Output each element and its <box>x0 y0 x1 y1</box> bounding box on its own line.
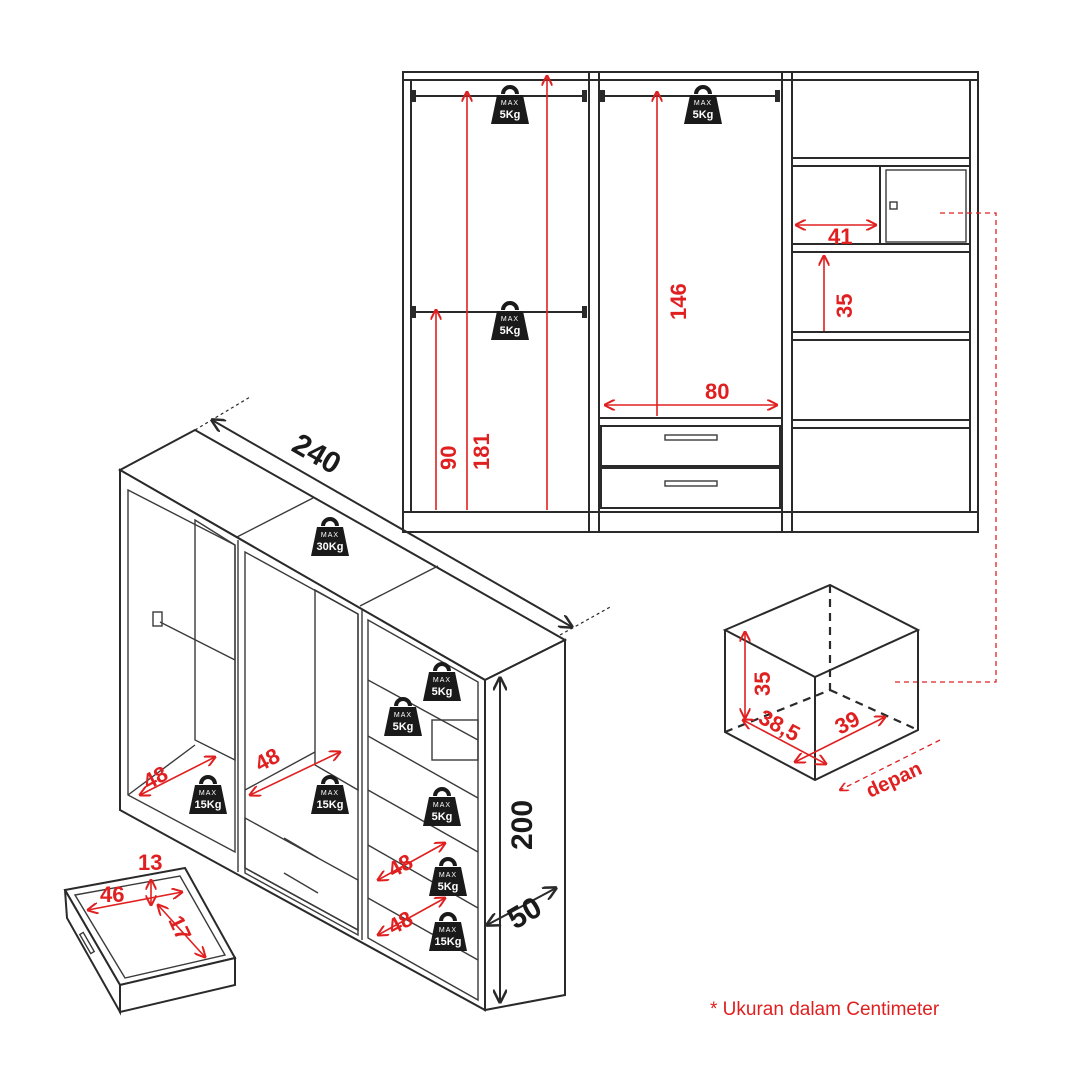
shelf-2 <box>791 243 971 253</box>
weight-icon-rail-1: MAX 5Kg <box>489 85 531 126</box>
perspective-view: 240 200 <box>117 396 613 1012</box>
safe-door <box>885 169 967 243</box>
svg-text:MAX: MAX <box>433 802 451 809</box>
safe-35-label: 35 <box>750 672 775 696</box>
dim-90-label: 90 <box>436 446 461 470</box>
weight-icon-shelf-3: MAX 5Kg <box>421 787 463 828</box>
svg-text:MAX: MAX <box>433 677 451 684</box>
svg-text:MAX: MAX <box>321 790 339 797</box>
svg-text:5Kg: 5Kg <box>500 109 521 121</box>
right-compartment <box>367 618 479 1002</box>
safe-39-label: 39 <box>831 706 864 740</box>
weight-icon-left-15kg: MAX 15Kg <box>187 775 229 816</box>
weight-icon-shelf-4: MAX 5Kg <box>427 857 469 898</box>
shelf-4 <box>791 419 971 429</box>
weight-icon-shelf-1: MAX 5Kg <box>421 662 463 703</box>
dim-240-label: 240 <box>287 427 347 481</box>
svg-text:MAX: MAX <box>394 712 412 719</box>
svg-text:MAX: MAX <box>501 316 519 323</box>
divider-right <box>781 71 793 533</box>
svg-text:5Kg: 5Kg <box>393 721 414 733</box>
dim-80-label: 80 <box>705 379 729 404</box>
svg-text:15Kg: 15Kg <box>317 799 344 811</box>
dim-35-label: 35 <box>832 294 857 318</box>
drawer-top-rail <box>598 417 783 427</box>
weight-icon-middle-15kg: MAX 15Kg <box>309 775 351 816</box>
weight-icon-top-30kg: MAX 30Kg <box>309 517 351 558</box>
svg-text:5Kg: 5Kg <box>693 109 714 121</box>
svg-text:5Kg: 5Kg <box>432 686 453 698</box>
svg-text:15Kg: 15Kg <box>195 799 222 811</box>
safe-lock-icon <box>889 201 898 210</box>
persp-safe-box <box>431 719 479 761</box>
left-compartment <box>127 488 236 854</box>
divider-left <box>588 71 600 533</box>
drawer-front <box>119 956 236 1014</box>
drawer-handle-1 <box>664 434 718 441</box>
drawer-detail: 46 13 17 <box>63 850 237 1016</box>
svg-text:15Kg: 15Kg <box>435 936 462 948</box>
dim-200-label: 200 <box>506 800 539 850</box>
svg-text:5Kg: 5Kg <box>500 325 521 337</box>
drawer-46-label: 46 <box>100 882 124 907</box>
drawer-13-label: 13 <box>138 850 162 875</box>
svg-text:MAX: MAX <box>439 872 457 879</box>
safe-box-detail: 35 38,5 39 depan <box>722 583 941 803</box>
dim-41-label: 41 <box>828 224 852 249</box>
weight-icon-rail-3: MAX 5Kg <box>682 85 724 126</box>
dim-line-50 <box>487 888 556 925</box>
svg-text:MAX: MAX <box>694 100 712 107</box>
footnote: * Ukuran dalam Centimeter <box>710 999 940 1020</box>
svg-text:MAX: MAX <box>199 790 217 797</box>
left-rail <box>159 621 236 661</box>
drawer-handle <box>78 931 96 955</box>
leader-line <box>895 212 997 683</box>
svg-text:5Kg: 5Kg <box>432 811 453 823</box>
shelf-3 <box>791 331 971 341</box>
weight-icon-shelf-5: MAX 15Kg <box>427 912 469 953</box>
svg-text:30Kg: 30Kg <box>317 541 344 553</box>
box-top <box>722 583 921 679</box>
svg-text:MAX: MAX <box>321 532 339 539</box>
front-label: depan <box>863 758 926 803</box>
front-outer-frame <box>402 71 979 533</box>
safe-box-front <box>879 165 971 245</box>
drawer-handle-2 <box>664 480 718 487</box>
dim-146-label: 146 <box>666 283 691 320</box>
dim-181-label: 181 <box>469 433 494 470</box>
front-view: 90 181 146 80 41 35 MAX 5Kg MAX 5Kg MAX … <box>402 71 997 683</box>
dim-line-240 <box>212 420 572 627</box>
shelf-1 <box>791 157 971 167</box>
svg-text:MAX: MAX <box>501 100 519 107</box>
drawer-front-2 <box>600 467 781 509</box>
front-arrow <box>840 739 941 790</box>
weight-icon-rail-2: MAX 5Kg <box>489 301 531 342</box>
weight-icon-shelf-2: MAX 5Kg <box>382 697 424 738</box>
drawer-front-1 <box>600 425 781 467</box>
box-outline <box>724 630 919 782</box>
svg-text:5Kg: 5Kg <box>438 881 459 893</box>
svg-text:MAX: MAX <box>439 927 457 934</box>
